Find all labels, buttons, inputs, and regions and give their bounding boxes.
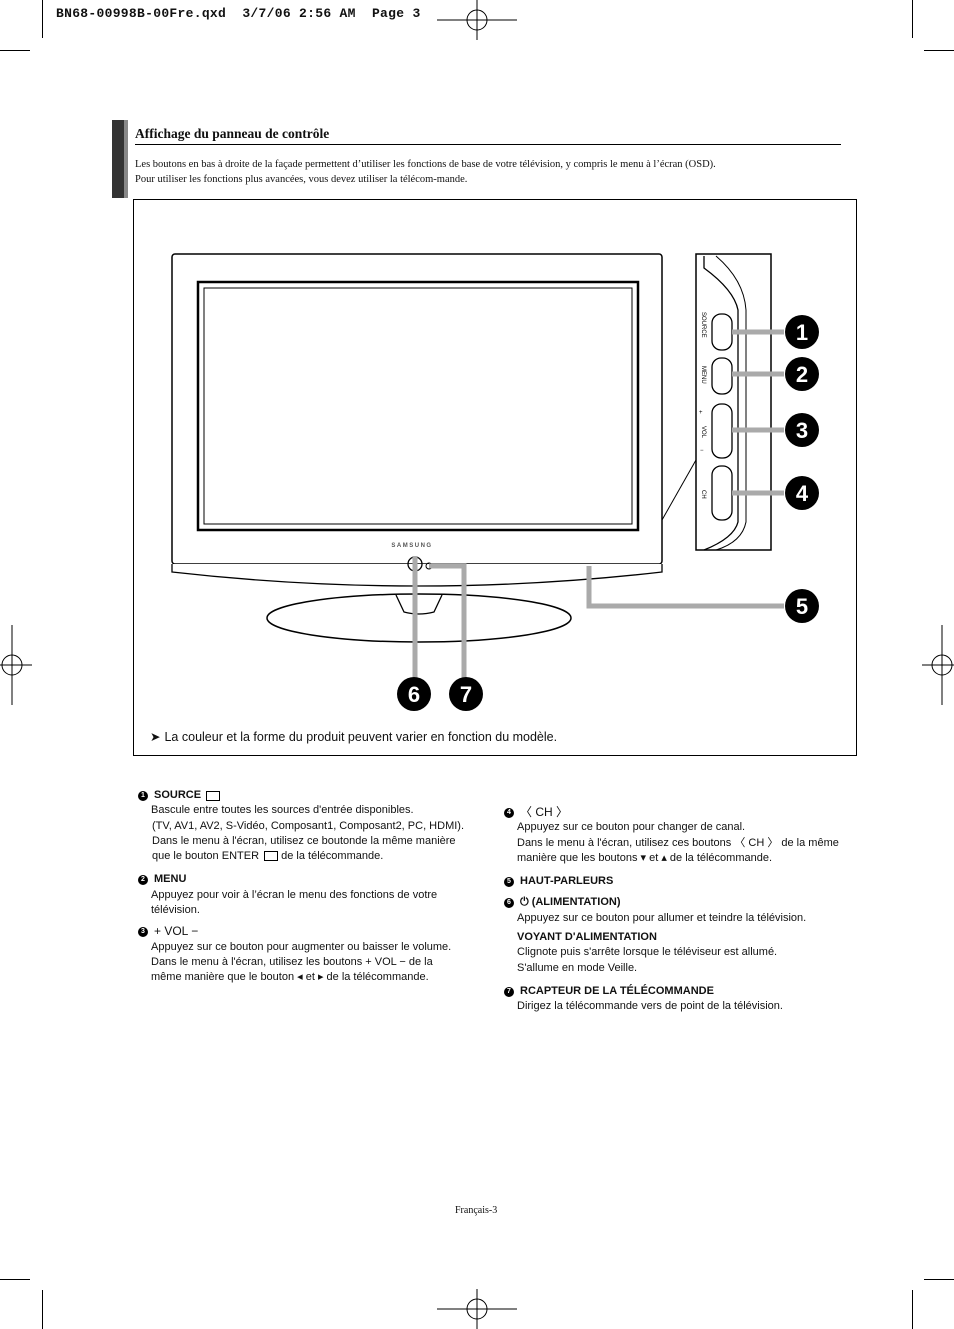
panel-label-minus: − [700, 448, 704, 454]
enter-icon [264, 851, 279, 862]
item-number: 3 [138, 927, 148, 938]
page-footer: Français-3 [455, 1205, 498, 1216]
callout-2: 2 [796, 362, 808, 387]
item-title: (ALIMENTATION) [531, 896, 621, 909]
item-menu: 2 MENU Appuyez pour voir à l’écran le men… [138, 872, 488, 918]
item-line: Appuyez sur ce bouton pour allumer et te… [517, 911, 807, 924]
crop-mark [0, 50, 30, 51]
crop-mark [42, 1290, 43, 1329]
item-line: Appuyez sur ce bouton pour changer de ca… [517, 821, 746, 834]
section-marker-inner [124, 120, 128, 198]
item-line: Bascule entre toutes les sources d'entré… [151, 804, 414, 817]
callout-4: 4 [796, 481, 809, 506]
item-line: télévision. [151, 904, 200, 917]
item-number: 7 [504, 986, 514, 997]
item-line: Clignote puis s'arrête lorsque le télévi… [517, 946, 778, 959]
item-line: Appuyez sur ce bouton pour augmenter ou … [151, 940, 452, 953]
item-line: Dans le menu à l'écran, utilisez ces bou… [517, 836, 839, 849]
item-line: que le bouton ENTER [152, 850, 260, 863]
item-ch: 4 〈 CH 〉 Appuyez sur ce bouton pour chang… [504, 805, 854, 866]
callout-3: 3 [796, 418, 808, 443]
crop-mark [912, 0, 913, 38]
crop-mark [0, 1279, 30, 1280]
callout-6: 6 [408, 682, 420, 707]
callout-5: 5 [796, 594, 808, 619]
section-intro: Les boutons en bas à droite de la façade… [135, 157, 835, 187]
section-title: Affichage du panneau de contrôle [135, 126, 330, 141]
section-rule [135, 144, 841, 145]
brand-logo: SAMSUNG [391, 543, 432, 549]
item-number: 6 [504, 898, 514, 909]
item-source: 1 SOURCE Bascule entre toutes les sources… [138, 788, 488, 864]
item-line: manière que les boutons ▾ et ▴ de la tél… [517, 851, 773, 864]
item-line: S'allume en mode Veille. [517, 961, 638, 974]
item-number: 5 [504, 876, 514, 887]
item-number: 2 [138, 875, 148, 886]
crop-mark [42, 0, 43, 38]
callout-1: 1 [796, 320, 808, 345]
item-line: Dans le menu à l'écran, utilisez ce bout… [152, 834, 456, 847]
left-column: 1 SOURCE Bascule entre toutes les sources… [138, 788, 488, 986]
tv-illustration: SAMSUNG SOURCE MENU + VOL − CH 1 2 3 4 5… [171, 253, 819, 711]
item-line: Dans le menu à l'écran, utilisez les bou… [151, 955, 433, 968]
crop-mark [924, 50, 954, 51]
item-line: (TV, AV1, AV2, S-Vidéo, Composant1, Comp… [152, 819, 465, 832]
power-icon: ⏻ [520, 896, 529, 909]
item-number: 4 [504, 807, 514, 818]
item-line: Appuyez pour voir à l’écran le menu des … [151, 888, 438, 901]
item-line: même manière que le bouton ◂ et ▸ de la … [151, 971, 429, 984]
crop-mark [912, 1290, 913, 1329]
item-sensor: 7 RCAPTEUR DE LA TÉLÉCOMMANDE Dirigez la … [504, 984, 854, 1015]
item-title: HAUT-PARLEURS [520, 875, 614, 888]
item-number: 1 [138, 790, 148, 801]
panel-label-plus: + [699, 410, 703, 416]
right-column: 4 〈 CH 〉 Appuyez sur ce bouton pour chang… [504, 805, 854, 1015]
item-power: 6 ⏻(ALIMENTATION) Appuyez sur ce bouton p… [504, 895, 854, 975]
item-line: Dirigez la télécommande vers de point de… [517, 1000, 783, 1013]
print-header: BN68-00998B-00Fre.qxd 3/7/06 2:56 AM Pag… [56, 6, 421, 21]
item-vol: 3 + VOL − Appuyez sur ce bouton pour augm… [138, 924, 488, 985]
crop-mark [924, 1279, 954, 1280]
callout-7: 7 [460, 682, 472, 707]
item-title: SOURCE [154, 789, 202, 801]
figure-frame [133, 199, 857, 756]
note-text: La couleur et la forme du produit peuven… [164, 730, 558, 744]
item-line: de la télécommande. [281, 850, 384, 863]
figure-note: ➤La couleur et la forme du produit peuve… [150, 729, 557, 744]
item-subtitle: VOYANT D'ALIMENTATION [517, 931, 657, 944]
intro-line-1: Les boutons en bas à droite de la façade… [135, 159, 716, 170]
item-line-enter: que le bouton ENTER de la télécommande. [138, 849, 488, 864]
panel-label-source: SOURCE [700, 312, 706, 338]
item-title: MENU [154, 873, 187, 886]
panel-label-menu: MENU [700, 366, 706, 384]
source-icon [206, 790, 221, 801]
item-title: RCAPTEUR DE LA TÉLÉCOMMANDE [520, 984, 714, 997]
item-title: + VOL − [154, 924, 199, 939]
note-arrow-icon: ➤ [150, 730, 161, 744]
item-title: 〈 CH 〉 [520, 805, 569, 819]
intro-line-2: Pour utiliser les fonctions plus avancée… [135, 174, 468, 185]
panel-label-ch: CH [700, 490, 706, 499]
item-speakers: 5 HAUT-PARLEURS [504, 874, 854, 889]
panel-label-vol: VOL [700, 426, 706, 439]
